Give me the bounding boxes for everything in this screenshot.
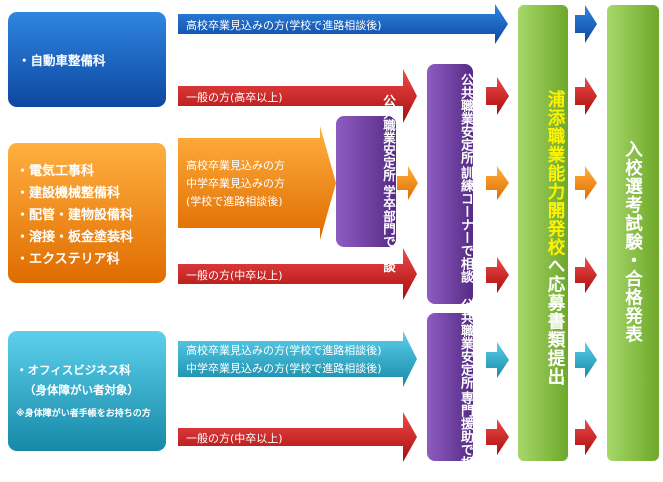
student-section-label: 公共職業安定所 学卒部門で相談: [336, 94, 396, 273]
training-corner-box: [427, 64, 473, 304]
arrow-to-final-3: [575, 166, 597, 200]
department-labels-auto: ・自動車整備科: [18, 12, 164, 107]
arrow-into-application-2: [486, 166, 509, 200]
arrow-into-application-3: [486, 257, 509, 293]
application-box: [518, 5, 568, 461]
training-corner-label: 公共職業安定所 訓練コーナーで相談: [427, 73, 473, 283]
arrow-to-final-6: [575, 419, 597, 455]
route-line: 中学卒業見込みの方: [186, 177, 285, 190]
final-box: [607, 5, 659, 461]
department-item: ・溶接・板金塗装科: [16, 229, 134, 245]
route-line: 高校卒業見込みの方: [186, 159, 285, 172]
specialist-support-box: [427, 313, 473, 461]
department-item: ・電気工事科: [16, 163, 95, 179]
route-label-auto-students: 高校卒業見込みの方(学校で進路相談後): [186, 19, 382, 32]
application-action: へ応募書類提出: [545, 256, 565, 387]
department-box-office: [8, 331, 166, 451]
department-item: ・配管・建物設備科: [16, 207, 134, 223]
arrow-into-application-5: [486, 419, 509, 455]
arrow-auto-general: [178, 69, 417, 123]
route-line: 高校卒業見込みの方(学校で進路相談後): [186, 344, 382, 357]
department-box-construction: [8, 143, 166, 283]
office-line: 公共職業安定所: [381, 93, 396, 182]
route-label-office-general: 一般の方(中卒以上): [186, 432, 283, 445]
route-label-office-students: 高校卒業見込みの方(学校で進路相談後) 中学卒業見込みの方(学校で進路相談後): [186, 343, 382, 375]
arrow-auto-students: [178, 4, 508, 44]
route-label-construction-general: 一般の方(中卒以上): [186, 269, 283, 282]
arrow-into-application-1: [486, 77, 509, 115]
office-line: 公共職業安定所: [458, 298, 473, 389]
application-label: 浦添職業能力開発校へ応募書類提出: [518, 88, 568, 388]
office-line: 公共職業安定所: [458, 73, 473, 164]
department-labels-office: ・オフィスビジネス科 （身体障がい者対象） ※身体障がい者手帳をお持ちの方: [16, 340, 164, 440]
arrow-construction-students: [178, 126, 336, 240]
route-label-construction-students: 高校卒業見込みの方 中学卒業見込みの方 (学校で進路相談後): [186, 150, 285, 216]
department-item: ・自動車整備科: [18, 53, 106, 68]
department-item: ・エクステリア科: [16, 251, 120, 267]
route-line: 中学卒業見込みの方(学校で進路相談後): [186, 362, 382, 375]
arrow-office-students: [178, 331, 417, 387]
department-note: ※身体障がい者手帳をお持ちの方: [16, 408, 151, 419]
school-name: 浦添職業能力開発校: [545, 90, 565, 257]
arrow-into-application-4: [486, 342, 509, 378]
specialist-support-label: 公共職業安定所 専門援助で相談: [427, 298, 473, 482]
route-line: (学校で進路相談後): [186, 195, 283, 208]
department-item: ・オフィスビジネス科: [16, 362, 131, 377]
office-line: 学卒部門で相談: [381, 185, 396, 273]
student-section-box: [336, 116, 396, 247]
arrow-to-final-1: [575, 5, 597, 43]
department-item: （身体障がい者対象）: [24, 382, 139, 397]
arrow-office-general: [178, 412, 417, 462]
flow-diagram: [8, 4, 659, 462]
arrow-student-section-to-training: [397, 166, 418, 200]
route-label-auto-general: 一般の方(高卒以上): [186, 91, 283, 104]
final-label: 入校選考試験・合格発表: [622, 140, 643, 344]
department-labels-construction: ・電気工事科 ・建設機械整備科 ・配管・建物設備科 ・溶接・板金塗装科 ・エクス…: [16, 148, 164, 278]
office-line: 訓練コーナーで相談: [458, 166, 473, 283]
arrow-to-final-2: [575, 77, 597, 115]
arrow-to-final-4: [575, 257, 597, 293]
office-line: 専門援助で相談: [458, 391, 473, 482]
arrow-to-final-5: [575, 342, 597, 378]
department-item: ・建設機械整備科: [16, 185, 121, 201]
department-box-auto: [8, 12, 166, 107]
arrow-construction-general: [178, 248, 417, 300]
